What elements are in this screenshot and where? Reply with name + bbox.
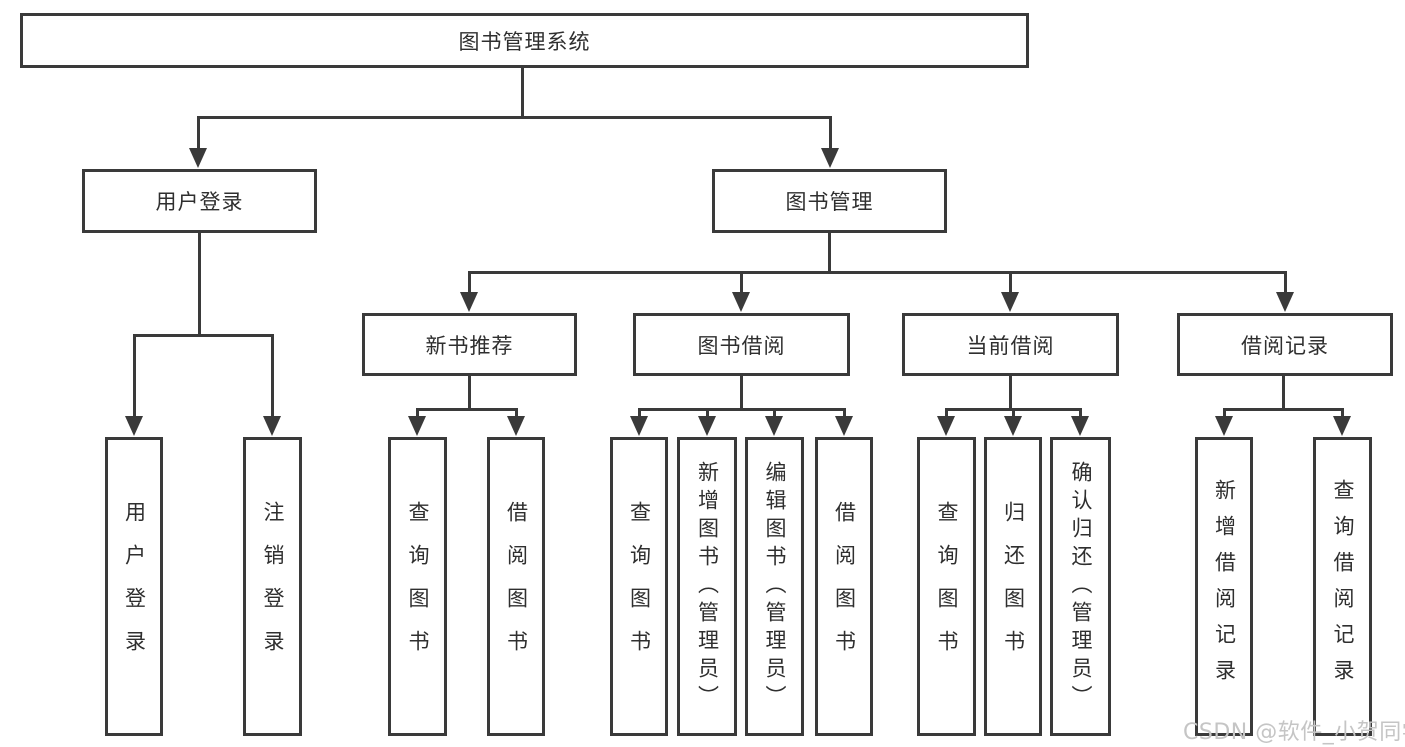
connector-line <box>521 68 524 117</box>
node-label: 注销登录 <box>261 500 285 673</box>
connector-line <box>1223 408 1344 411</box>
connector-line <box>468 271 1287 274</box>
leaf-query-books-borrow: 查询图书 <box>610 437 668 736</box>
node-label: 图书管理 <box>785 190 874 214</box>
arrow-stem <box>1079 409 1082 416</box>
connector-line <box>740 376 743 409</box>
arrowhead-down-icon <box>1333 416 1351 436</box>
arrowhead-down-icon <box>1001 292 1019 312</box>
node-label: 查询图书 <box>406 500 430 673</box>
leaf-logout: 注销登录 <box>243 437 302 736</box>
arrow-stem <box>468 272 471 292</box>
node-label: 归还图书 <box>1001 500 1026 673</box>
leaf-return-book: 归还图书 <box>984 437 1042 736</box>
node-label: 借阅图书 <box>832 500 857 673</box>
leaf-confirm-return-admin: 确认归还（管理员） <box>1050 437 1111 736</box>
arrow-stem <box>1223 409 1226 416</box>
connector-line <box>197 116 832 119</box>
node-label: 确认归还（管理员） <box>1069 460 1093 713</box>
node-label: 查询借阅记录 <box>1331 478 1355 695</box>
node-label: 新增图书（管理员） <box>695 460 720 713</box>
arrowhead-down-icon <box>821 148 839 168</box>
arrow-stem <box>271 335 274 416</box>
node-root-library-system: 图书管理系统 <box>20 13 1029 68</box>
arrow-stem <box>843 409 846 416</box>
connector-line <box>416 408 518 411</box>
node-label: 借阅记录 <box>1241 333 1329 358</box>
arrowhead-down-icon <box>835 416 853 436</box>
connector-line <box>1282 376 1285 409</box>
arrow-stem <box>197 117 200 148</box>
arrowhead-down-icon <box>765 416 783 436</box>
connector-line <box>198 233 201 335</box>
arrowhead-down-icon <box>1071 416 1089 436</box>
arrowhead-down-icon <box>460 292 478 312</box>
leaf-query-books-recommend: 查询图书 <box>388 437 447 736</box>
leaf-borrow-books-borrow: 借阅图书 <box>815 437 873 736</box>
arrowhead-down-icon <box>263 416 281 436</box>
node-label: 新书推荐 <box>425 333 514 358</box>
arrow-stem <box>829 117 832 148</box>
arrow-stem <box>773 409 776 416</box>
arrow-stem <box>515 409 518 416</box>
connector-line <box>133 334 274 337</box>
node-label: 当前借阅 <box>966 333 1055 358</box>
node-book-borrow: 图书借阅 <box>633 313 850 376</box>
node-label: 借阅图书 <box>504 500 529 673</box>
leaf-query-books-current: 查询图书 <box>917 437 976 736</box>
arrowhead-down-icon <box>1276 292 1294 312</box>
node-label: 查询图书 <box>935 500 959 673</box>
arrowhead-down-icon <box>1004 416 1022 436</box>
arrow-stem <box>1009 272 1012 292</box>
arrow-stem <box>638 409 641 416</box>
node-label: 编辑图书（管理员） <box>763 460 787 713</box>
arrow-stem <box>1012 409 1015 416</box>
node-borrow-records: 借阅记录 <box>1177 313 1393 376</box>
arrow-stem <box>706 409 709 416</box>
node-label: 图书管理系统 <box>458 29 591 54</box>
connector-line <box>468 376 471 409</box>
leaf-edit-book-admin: 编辑图书（管理员） <box>745 437 804 736</box>
leaf-borrow-books-recommend: 借阅图书 <box>487 437 545 736</box>
csdn-watermark: CSDN @软件_小贺同学 <box>1183 720 1405 745</box>
node-book-management: 图书管理 <box>712 169 947 233</box>
leaf-add-borrow-record: 新增借阅记录 <box>1195 437 1253 736</box>
node-label: 用户登录 <box>155 190 244 214</box>
arrowhead-down-icon <box>937 416 955 436</box>
arrowhead-down-icon <box>507 416 525 436</box>
arrow-stem <box>1341 409 1344 416</box>
arrowhead-down-icon <box>1215 416 1233 436</box>
connector-line <box>1009 376 1012 409</box>
leaf-add-book-admin: 新增图书（管理员） <box>677 437 737 736</box>
connector-line <box>638 408 846 411</box>
arrowhead-down-icon <box>698 416 716 436</box>
node-current-borrow: 当前借阅 <box>902 313 1119 376</box>
node-label: 用户登录 <box>122 500 147 673</box>
arrowhead-down-icon <box>125 416 143 436</box>
arrow-stem <box>945 409 948 416</box>
arrow-stem <box>1284 272 1287 292</box>
node-new-book-recommend: 新书推荐 <box>362 313 577 376</box>
arrowhead-down-icon <box>408 416 426 436</box>
arrowhead-down-icon <box>630 416 648 436</box>
arrow-stem <box>740 272 743 292</box>
leaf-query-borrow-record: 查询借阅记录 <box>1313 437 1372 736</box>
node-label: 新增借阅记录 <box>1212 478 1237 695</box>
arrowhead-down-icon <box>732 292 750 312</box>
node-label: 查询图书 <box>627 500 652 673</box>
leaf-user-login: 用户登录 <box>105 437 163 736</box>
arrow-stem <box>133 335 136 416</box>
node-label: 图书借阅 <box>697 333 786 358</box>
node-user-login: 用户登录 <box>82 169 317 233</box>
connector-line <box>828 233 831 272</box>
arrow-stem <box>416 409 419 416</box>
arrowhead-down-icon <box>189 148 207 168</box>
